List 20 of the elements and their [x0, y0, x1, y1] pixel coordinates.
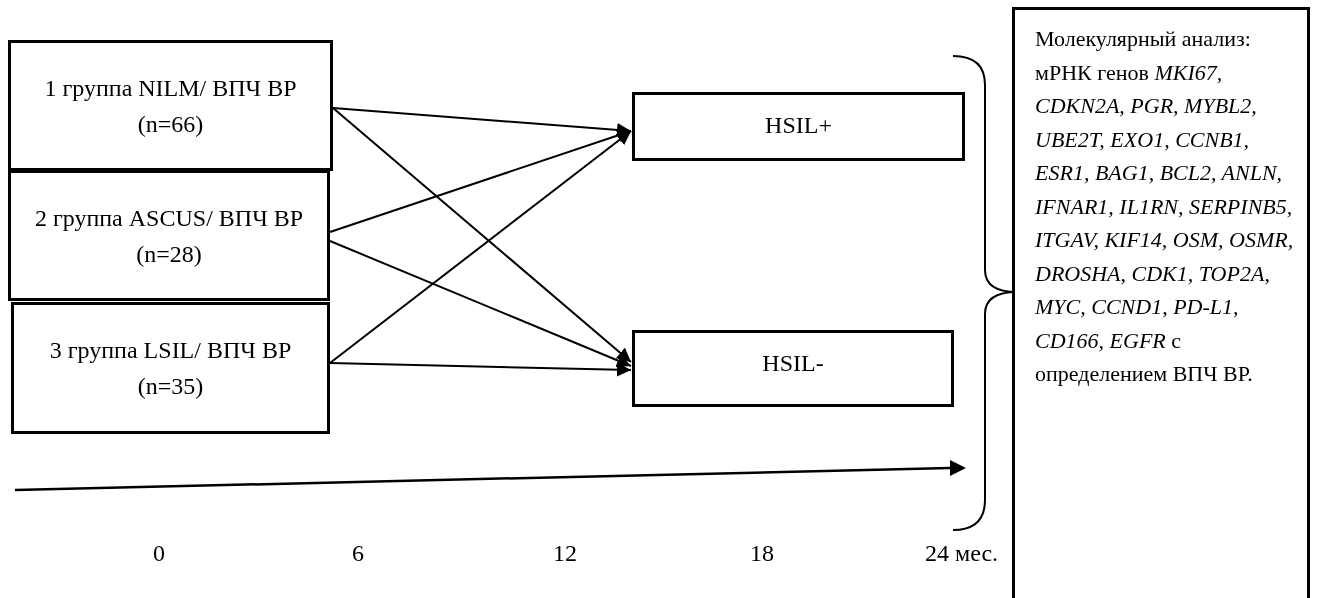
arrow [329, 240, 632, 368]
node-text: Молекулярный анализ: мРНК генов MKI67, CDKN2A, PGR, MYBL2, UBE2T, EXO1, CCNB1, ESR1, BAG1, BCL2, ANLN, IFNAR1, IL1RN, SERPINB5, ITGAV, KIF14, OSM, OSMR, DROSHA, CDK1, TOP2A, MYC, CCND1, PD-L1, CD166, EGFR с определением ВПЧ ВР. [1035, 25, 1295, 388]
process-box [8, 40, 333, 171]
arrow [329, 128, 632, 233]
process-box [632, 92, 965, 161]
process-box [8, 170, 330, 301]
node-text: HSIL- [761, 349, 825, 378]
process-box [11, 302, 330, 434]
text-box [1012, 7, 1310, 598]
time-label: 6 [352, 539, 364, 568]
time-label: 12 [553, 539, 577, 568]
process-box [632, 330, 954, 407]
time-label: 18 [750, 539, 774, 568]
node-text: 1 группа NILM/ ВПЧ ВР (n=66) [43, 73, 298, 139]
node-text: 2 группа ASCUS/ ВПЧ ВР (n=28) [33, 203, 305, 269]
time-label: 0 [153, 539, 165, 568]
time-label: 24 мес. [925, 539, 999, 568]
arrow [329, 362, 632, 377]
node-text: HSIL+ [764, 111, 833, 140]
node-text: 3 группа LSIL/ ВПЧ ВР (n=35) [48, 336, 293, 401]
